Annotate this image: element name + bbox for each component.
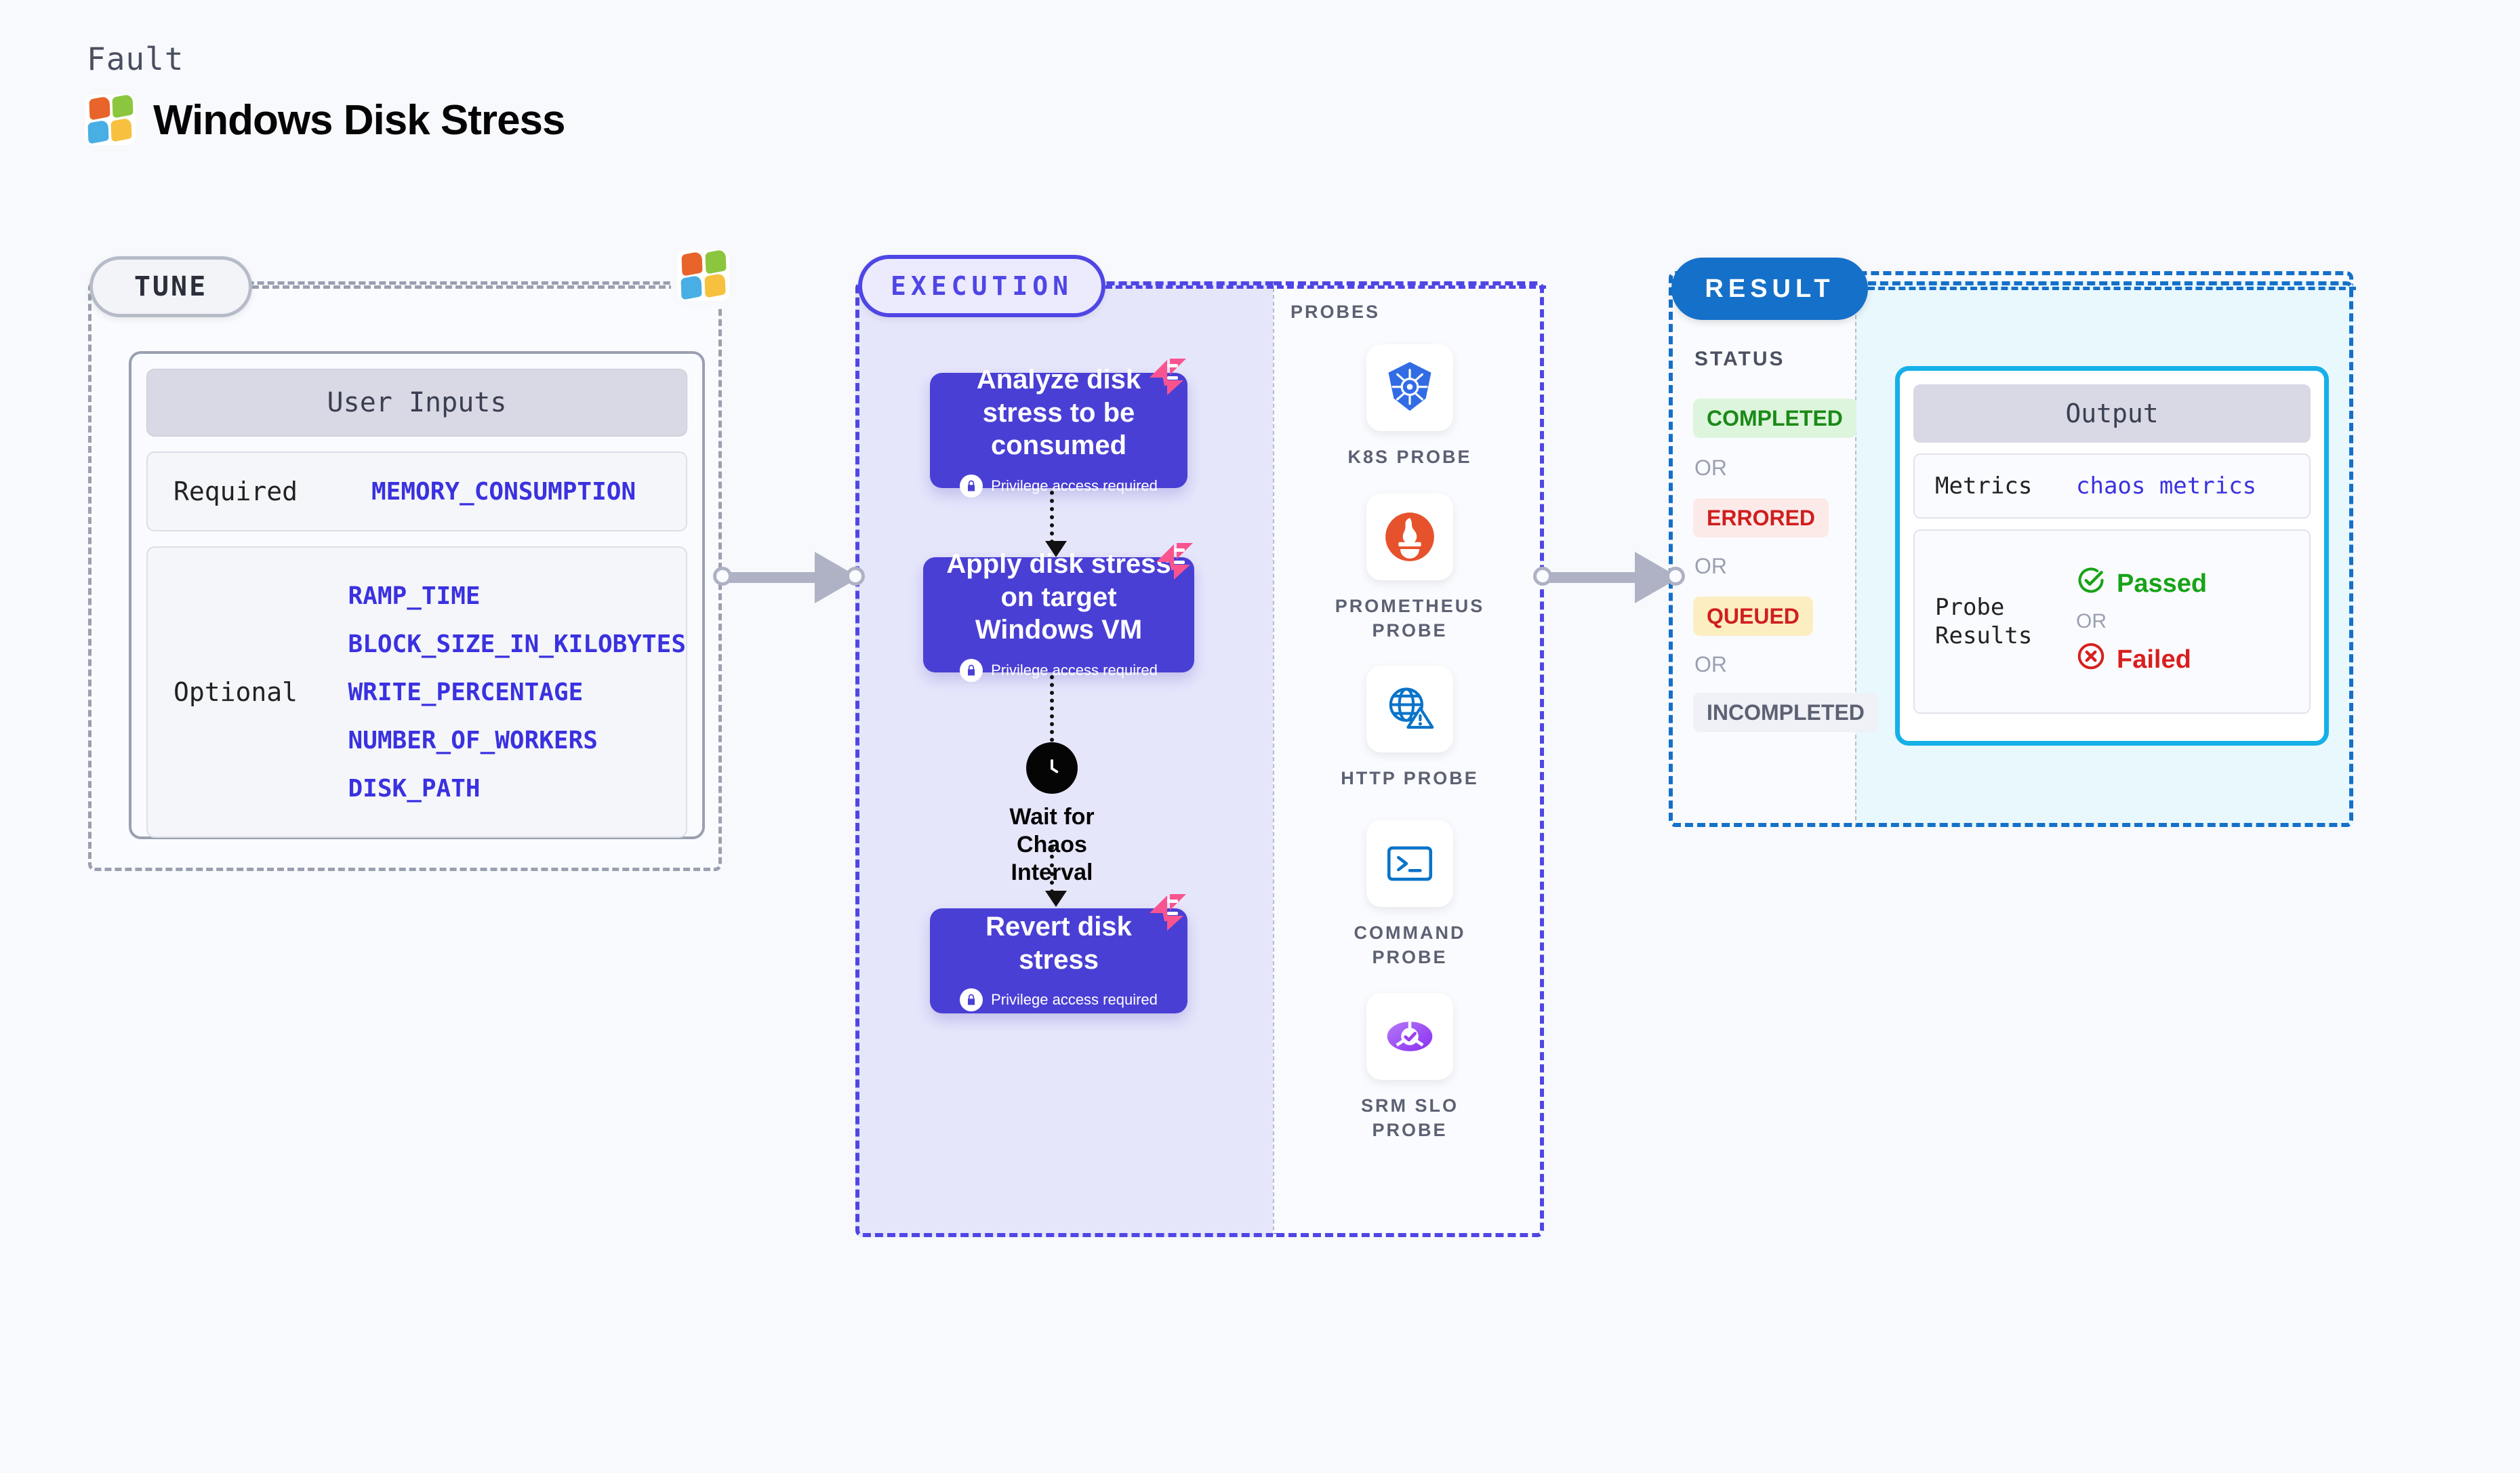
passed-label: Passed — [2117, 569, 2208, 598]
wait-label: Wait for Chaos Interval — [1009, 804, 1095, 885]
failed-label: Failed — [2117, 645, 2191, 674]
probe-result-passed: Passed — [2076, 565, 2207, 602]
required-label: Required — [174, 477, 298, 506]
required-values: MEMORY_CONSUMPTION — [371, 478, 686, 506]
optional-label: Optional — [174, 677, 298, 707]
lock-icon — [960, 659, 983, 683]
probe-item-k8s[interactable]: K8S PROBE — [1322, 344, 1498, 469]
chaos-badge-icon — [1154, 542, 1196, 581]
optional-values: RAMP_TIME BLOCK_SIZE_IN_KILOBYTES WRITE_… — [348, 582, 687, 803]
optional-inputs-row: Optional RAMP_TIME BLOCK_SIZE_IN_KILOBYT… — [146, 546, 687, 838]
input-param[interactable]: BLOCK_SIZE_IN_KILOBYTES — [348, 630, 687, 658]
probe-item-http[interactable]: HTTP PROBE — [1322, 666, 1498, 790]
status-title: STATUS — [1694, 348, 1785, 370]
required-inputs-row: Required MEMORY_CONSUMPTION — [146, 451, 687, 531]
status-badge: ERRORED — [1693, 498, 1829, 538]
input-param[interactable]: MEMORY_CONSUMPTION — [371, 477, 636, 506]
execution-stage-pill[interactable]: EXECUTION — [858, 255, 1105, 317]
execution-step-analyze[interactable]: Analyze disk stress to be consumed Privi… — [930, 365, 1187, 498]
input-param[interactable]: NUMBER_OF_WORKERS — [348, 726, 598, 754]
windows-logo-marker-icon — [678, 248, 729, 301]
probes-title: PROBES — [1291, 302, 1381, 322]
metrics-label: Metrics — [1935, 472, 2033, 500]
user-inputs-card: User Inputs Required MEMORY_CONSUMPTION … — [129, 351, 705, 839]
privilege-note: Privilege access required — [960, 659, 1158, 683]
privilege-note-label: Privilege access required — [991, 477, 1158, 495]
check-circle-icon — [2076, 565, 2106, 602]
terminal-icon — [1366, 820, 1453, 907]
chaos-badge-icon — [1147, 357, 1189, 397]
output-probe-results-row: Probe Results Passed OR — [1913, 529, 2311, 714]
probe-result-failed: Failed — [2076, 641, 2207, 678]
page-title: Windows Disk Stress — [153, 96, 566, 144]
connector-tune-to-execution — [713, 542, 866, 610]
privilege-note: Privilege access required — [960, 475, 1158, 498]
execution-leader-line — [1105, 285, 1546, 289]
prometheus-icon — [1366, 493, 1453, 580]
probe-label: HTTP PROBE — [1341, 768, 1479, 788]
output-title: Output — [1913, 384, 2311, 443]
input-param[interactable]: WRITE_PERCENTAGE — [348, 678, 584, 706]
user-inputs-title: User Inputs — [146, 369, 687, 437]
or-separator: OR — [1694, 456, 1727, 480]
probe-label: COMMAND PROBE — [1354, 923, 1466, 968]
probe-item-srm-slo[interactable]: SRM SLO PROBE — [1322, 993, 1498, 1143]
probe-label: PROMETHEUS PROBE — [1335, 596, 1485, 641]
windows-logo-icon — [85, 94, 136, 145]
input-param[interactable]: DISK_PATH — [348, 774, 481, 803]
probe-label: SRM SLO PROBE — [1360, 1095, 1459, 1141]
lock-icon — [960, 475, 983, 498]
probe-results-label: Probe Results — [1935, 593, 2033, 650]
clock-icon — [1026, 742, 1078, 794]
lock-icon — [960, 988, 983, 1012]
input-param[interactable]: RAMP_TIME — [348, 582, 481, 610]
privilege-note-label: Privilege access required — [991, 991, 1158, 1009]
probe-results-values: Passed OR Failed — [2076, 565, 2207, 678]
or-separator: OR — [1694, 652, 1727, 677]
step-title: Apply disk stress on target Windows VM — [946, 548, 1171, 645]
x-circle-icon — [2076, 641, 2106, 678]
chaos-badge-icon — [1147, 893, 1189, 932]
execution-step-revert[interactable]: Revert disk stress Privilege access requ… — [930, 908, 1187, 1013]
step-title: Analyze disk stress to be consumed — [976, 364, 1141, 461]
step-title: Revert disk stress — [985, 911, 1132, 975]
wait-for-chaos-interval: Wait for Chaos Interval — [991, 742, 1113, 886]
flow-arrow-2 — [1045, 675, 1067, 763]
result-leader-line — [1868, 287, 2356, 290]
result-stage-pill[interactable]: RESULT — [1671, 258, 1868, 320]
connector-execution-to-result — [1533, 542, 1686, 610]
probe-item-command[interactable]: COMMAND PROBE — [1322, 820, 1498, 970]
probe-label: K8S PROBE — [1347, 447, 1472, 467]
or-separator: OR — [2076, 610, 2107, 632]
globe-warning-icon — [1366, 666, 1453, 752]
or-separator: OR — [1694, 554, 1727, 578]
flow-arrow-3 — [1045, 846, 1067, 907]
flow-arrow-1 — [1045, 491, 1067, 557]
status-badge: INCOMPLETED — [1693, 693, 1878, 732]
execution-step-apply[interactable]: Apply disk stress on target Windows VM P… — [923, 549, 1194, 683]
privilege-note: Privilege access required — [960, 988, 1158, 1012]
status-badge: COMPLETED — [1693, 399, 1856, 438]
kubernetes-icon — [1366, 344, 1453, 431]
status-badge: QUEUED — [1693, 597, 1813, 636]
srm-slo-icon — [1366, 993, 1453, 1080]
page-kicker: Fault — [87, 41, 184, 77]
metrics-value[interactable]: chaos metrics — [2076, 472, 2257, 500]
output-card: Output Metrics chaos metrics Probe Resul… — [1895, 366, 2329, 746]
tune-stage-pill[interactable]: TUNE — [89, 256, 252, 317]
page-title-row: Windows Disk Stress — [85, 94, 566, 145]
output-metrics-row: Metrics chaos metrics — [1913, 453, 2311, 519]
probe-item-prometheus[interactable]: PROMETHEUS PROBE — [1322, 493, 1498, 643]
tune-leader-line — [252, 285, 686, 289]
privilege-note-label: Privilege access required — [991, 662, 1158, 679]
